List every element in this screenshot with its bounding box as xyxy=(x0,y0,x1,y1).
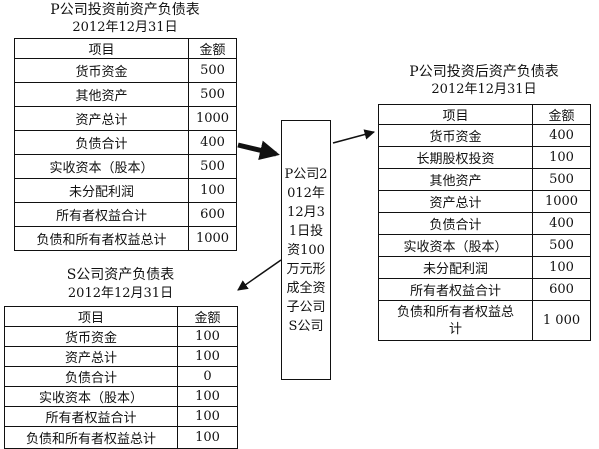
row-item-label: 负债合计 xyxy=(378,212,533,235)
before-sheet-title: P公司投资前资产负债表 xyxy=(50,2,200,18)
after-sheet-date: 2012年12月31日 xyxy=(431,82,537,97)
table-row: 实收资本（股本）500 xyxy=(378,234,591,257)
subsidiary-sheet-date: 2012年12月31日 xyxy=(67,286,174,301)
row-amount: 500 xyxy=(188,154,237,179)
row-item-label: 货币资金 xyxy=(378,124,533,147)
subsidiary-header-amount: 金额 xyxy=(177,306,238,327)
subsidiary-header-row: 项目金额 xyxy=(4,306,238,327)
row-item-label: 所有者权益合计 xyxy=(14,202,189,227)
row-amount: 100 xyxy=(532,256,591,279)
row-item-label: 负债和所有者权益总计 xyxy=(378,300,533,341)
after-header-row: 项目金额 xyxy=(378,104,591,125)
before-header-row: 项目金额 xyxy=(14,38,237,59)
before-header-amount: 金额 xyxy=(188,38,237,59)
row-amount: 400 xyxy=(532,212,591,235)
investment-note-box: P公司2012年12月31日投资100万元形成全资子公司S公司 xyxy=(281,120,331,380)
arrow-before-to-box xyxy=(237,140,280,161)
row-amount: 100 xyxy=(177,406,238,427)
row-amount: 500 xyxy=(188,58,237,83)
before-sheet-date: 2012年12月31日 xyxy=(72,20,178,35)
arrow-box-to-subsidiary xyxy=(237,259,282,291)
row-amount: 100 xyxy=(532,146,591,169)
row-amount: 1000 xyxy=(532,190,591,213)
row-item-label: 实收资本（股本） xyxy=(14,154,189,179)
row-amount: 100 xyxy=(177,426,238,449)
row-item-label: 资产总计 xyxy=(378,190,533,213)
row-amount: 1000 xyxy=(188,106,237,131)
investment-note-text: P公司2012年12月31日投资100万元形成全资子公司S公司 xyxy=(284,166,328,334)
row-item-label: 未分配利润 xyxy=(14,178,189,203)
row-amount: 500 xyxy=(188,82,237,107)
row-amount: 100 xyxy=(177,346,238,367)
table-row: 实收资本（股本）500 xyxy=(14,154,237,179)
arrow-box-to-after xyxy=(332,129,376,144)
subsidiary-sheet-title: S公司资产负债表 xyxy=(66,267,175,283)
row-amount: 400 xyxy=(188,130,237,155)
row-item-label: 资产总计 xyxy=(14,106,189,131)
row-item-label: 负债和所有者权益总计 xyxy=(14,226,189,251)
row-amount: 600 xyxy=(188,202,237,227)
row-amount: 1000 xyxy=(188,226,237,251)
row-amount: 100 xyxy=(188,178,237,203)
row-amount: 500 xyxy=(532,234,591,257)
row-amount: 1 000 xyxy=(532,300,591,341)
row-amount: 500 xyxy=(532,168,591,191)
row-item-label: 其他资产 xyxy=(14,82,189,107)
row-amount: 100 xyxy=(177,386,238,407)
after-sheet-title: P公司投资后资产负债表 xyxy=(409,64,559,80)
